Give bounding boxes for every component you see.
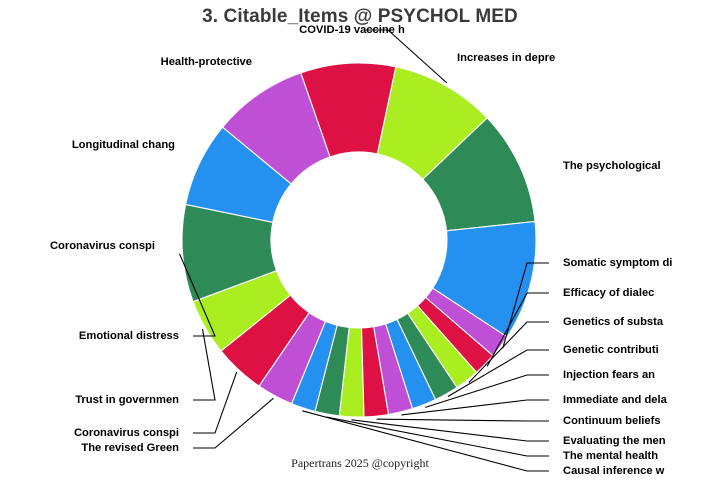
leader-line bbox=[425, 374, 549, 408]
slice-label: Genetic contributi bbox=[563, 344, 659, 356]
slice-label: The revised Green bbox=[81, 442, 179, 454]
slice-label: The mental health bbox=[563, 450, 658, 462]
slice-label: Injection fears an bbox=[563, 369, 655, 381]
leader-line bbox=[447, 349, 549, 397]
slice-label: Coronavirus conspi bbox=[74, 427, 179, 439]
slice-label: Emotional distress bbox=[79, 330, 179, 342]
slice-label: Efficacy of dialec bbox=[563, 287, 654, 299]
leader-line bbox=[366, 29, 448, 84]
leader-line bbox=[351, 419, 549, 442]
donut-leader-lines bbox=[179, 29, 549, 472]
leader-line bbox=[193, 371, 238, 434]
leader-line bbox=[193, 397, 274, 449]
slice-label: Increases in depre bbox=[457, 52, 555, 64]
slice-label: Evaluating the men bbox=[563, 435, 666, 447]
leader-line bbox=[179, 253, 216, 337]
slice-label: Causal inference w bbox=[563, 465, 665, 477]
donut-slice[interactable] bbox=[300, 62, 397, 158]
slice-label: The psychological bbox=[563, 160, 661, 172]
leader-line bbox=[502, 262, 549, 349]
leader-line bbox=[302, 410, 549, 472]
leader-line bbox=[326, 416, 549, 457]
slice-label: Coronavirus conspi bbox=[50, 240, 155, 252]
slice-label: Health-protective bbox=[161, 56, 252, 68]
leader-line bbox=[376, 418, 549, 422]
slice-label: Somatic symptom di bbox=[563, 257, 672, 269]
footer-credit: Papertrans 2025 @copyright bbox=[291, 456, 429, 470]
donut-slice-labels: COVID-19 vaccine h Increases in depreThe … bbox=[50, 24, 672, 477]
donut-slices bbox=[181, 62, 537, 418]
slice-label: Genetics of substa bbox=[563, 316, 664, 328]
slice-label: Continuum beliefs bbox=[563, 415, 661, 427]
leader-line bbox=[401, 399, 549, 416]
page-title: 3. Citable_Items @ PSYCHOL MED bbox=[202, 6, 518, 27]
slice-label: COVID-19 vaccine h bbox=[299, 24, 405, 36]
leader-line bbox=[486, 292, 549, 367]
slice-label: Immediate and dela bbox=[563, 394, 668, 406]
leader-line bbox=[468, 321, 549, 383]
leader-line bbox=[193, 328, 216, 401]
slice-label: Trust in governmen bbox=[75, 394, 179, 406]
slice-label: Longitudinal chang bbox=[72, 139, 175, 151]
